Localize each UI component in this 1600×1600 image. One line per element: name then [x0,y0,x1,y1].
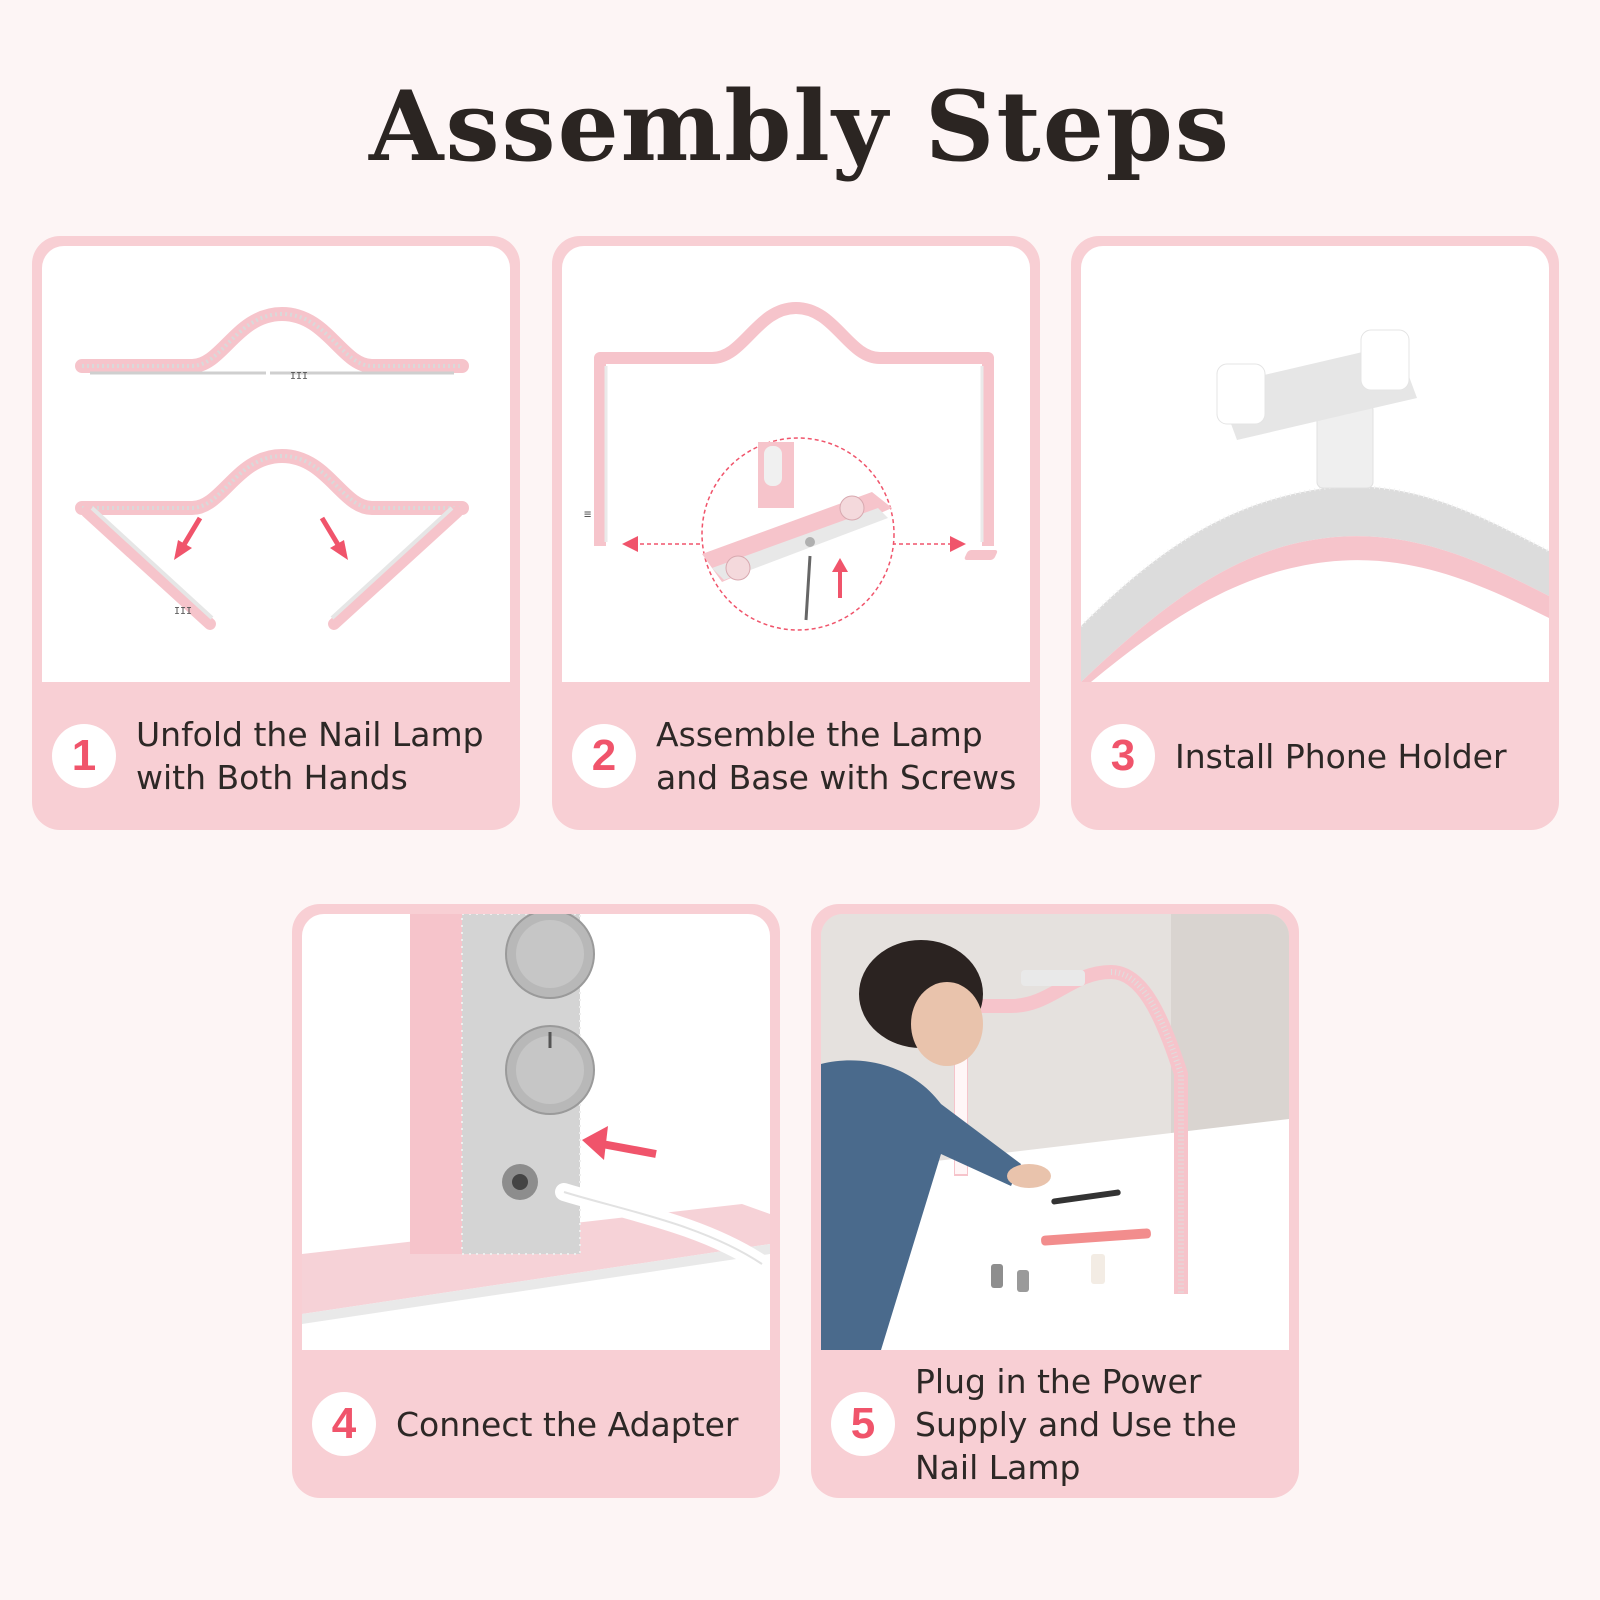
power-port-icon [502,1164,538,1200]
step-1-caption: 1 Unfold the Nail Lamp with Both Hands [52,682,512,830]
lamp-base [302,914,770,1324]
step-number-badge: 1 [52,724,116,788]
step-label: Unfold the Nail Lamp with Both Hands [136,715,484,797]
arrow-left-icon [582,1126,657,1160]
step-label: Connect the Adapter [396,1404,739,1444]
step-4-caption: 4 Connect the Adapter [312,1350,772,1498]
step-2-caption: 2 Assemble the Lamp and Base with Screws [572,682,1032,830]
phone-holder [1216,329,1417,489]
knob-icon [505,914,595,999]
step-1-illustration: III III [42,246,510,682]
step-card-2: ≡ [552,236,1040,830]
step-2-illustration: ≡ [562,246,1030,682]
step-card-4: 4 Connect the Adapter [292,904,780,1498]
power-cable [555,1183,770,1273]
step-3-illustration [1081,246,1549,682]
step-number-badge: 5 [831,1392,895,1456]
woman-figure [821,940,1051,1350]
step-number-badge: 2 [572,724,636,788]
arrow-left-icon [622,536,707,552]
svg-text:≡: ≡ [584,507,591,521]
unfolded-lamp: III [75,448,469,630]
step-label: Assemble the Lamp and Base with Screws [656,715,1017,797]
svg-text:III: III [174,606,192,617]
arrow-down-right-icon [319,516,348,560]
step-5-photo [821,914,1289,1350]
step-card-1: III III 1 Unfold the Nail Lamp wit [32,236,520,830]
step-label: Plug in the Power Supply and Use the Nai… [915,1361,1237,1487]
step-number-badge: 3 [1091,724,1155,788]
arrow-right-icon [892,536,966,552]
svg-text:III: III [290,371,308,382]
step-5-caption: 5 Plug in the Power Supply and Use the N… [831,1350,1291,1498]
step-card-3: 3 Install Phone Holder [1071,236,1559,830]
knob-icon [505,1025,595,1115]
folded-lamp: III [75,306,469,382]
step-number-badge: 4 [312,1392,376,1456]
step-4-illustration [302,914,770,1350]
arrow-down-left-icon [174,516,203,560]
step-3-caption: 3 Install Phone Holder [1091,682,1551,830]
step-card-5: 5 Plug in the Power Supply and Use the N… [811,904,1299,1498]
magnified-base-detail [701,437,895,631]
step-label: Install Phone Holder [1175,736,1507,776]
glitter-lamp-arm [1081,484,1549,682]
lamp-frame: ≡ [584,302,998,560]
page-title: Assembly Steps [369,70,1231,183]
nail-supplies [991,1189,1151,1292]
